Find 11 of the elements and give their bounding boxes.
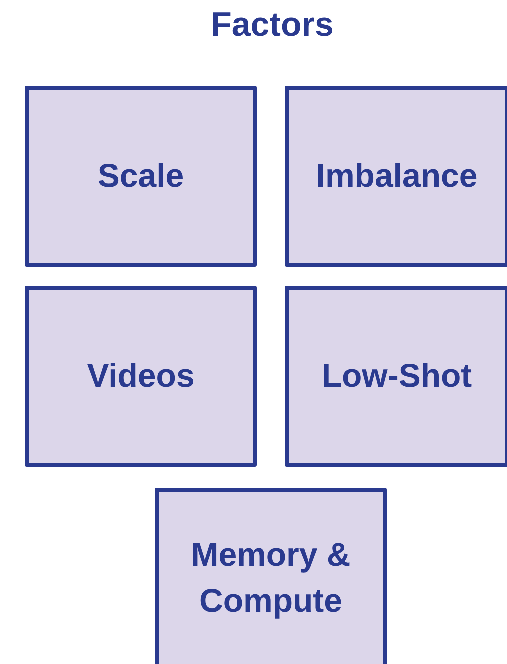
factor-label: Scale bbox=[96, 156, 186, 196]
factor-box bbox=[155, 488, 387, 664]
factor-label: Low-Shot bbox=[320, 356, 474, 396]
factor-box bbox=[25, 286, 257, 467]
factor-label: Videos bbox=[86, 356, 196, 396]
factor-box bbox=[285, 286, 507, 467]
diagram-title: Factors bbox=[210, 6, 335, 45]
factor-box bbox=[285, 86, 507, 267]
factor-label: Memory & Compute bbox=[190, 534, 352, 621]
factor-label: Imbalance bbox=[315, 156, 479, 196]
factor-box bbox=[25, 86, 257, 267]
